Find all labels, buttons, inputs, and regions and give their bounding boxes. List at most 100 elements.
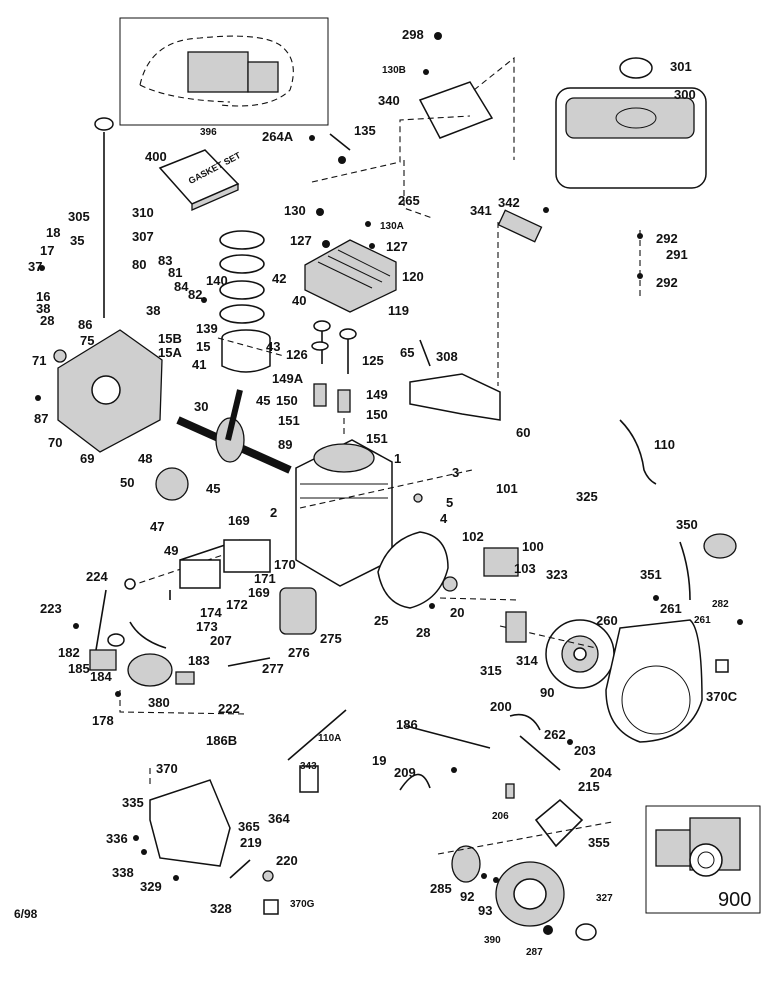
callout-342: 342 [498, 195, 520, 210]
callout-276: 276 [288, 645, 310, 660]
callout-110A: 110A [318, 733, 342, 744]
callout-70: 70 [48, 435, 63, 450]
callout-169b: 169 [248, 585, 270, 600]
callout-93: 93 [478, 903, 493, 918]
callout-30: 30 [194, 399, 209, 414]
callout-261a: 261 [660, 601, 682, 616]
callout-49: 49 [164, 543, 179, 558]
callout-100: 100 [522, 539, 544, 554]
callout-328: 328 [210, 901, 232, 916]
callout-323: 323 [546, 567, 568, 582]
callout-370G: 370G [290, 899, 315, 910]
callout-292a: 292 [656, 231, 678, 246]
callout-102: 102 [462, 529, 484, 544]
callout-308: 308 [436, 349, 458, 364]
carburetor [127, 653, 173, 687]
flywheel [545, 619, 615, 689]
callout-151a: 151 [278, 413, 300, 428]
callout-3: 3 [452, 465, 460, 480]
callout-325: 325 [576, 489, 598, 504]
callout-25: 25 [374, 613, 389, 628]
callout-343: 343 [300, 761, 317, 772]
callout-310: 310 [132, 205, 154, 220]
engine-block [295, 439, 393, 587]
muffler-guard [149, 779, 231, 867]
callout-400: 400 [145, 149, 167, 164]
callout-15B: 15B [158, 331, 182, 346]
callout-1: 1 [394, 451, 402, 466]
blower-housing [605, 619, 703, 743]
bracket-340 [418, 81, 494, 139]
callout-81: 81 [168, 265, 183, 280]
assembly-inset-box [645, 805, 761, 914]
callout-338: 338 [112, 865, 134, 880]
callout-370: 370 [156, 761, 178, 776]
callout-15A: 15A [158, 345, 182, 360]
callout-340: 340 [378, 93, 400, 108]
callout-83: 83 [158, 253, 173, 268]
callout-291: 291 [666, 247, 688, 262]
callout-390: 390 [484, 935, 501, 946]
callout-335: 335 [122, 795, 144, 810]
air-cleaner [555, 57, 707, 189]
callout-130: 130 [284, 203, 306, 218]
callout-298: 298 [402, 27, 424, 42]
cylinder-head [304, 239, 397, 313]
callout-18: 18 [46, 225, 61, 240]
callout-140: 140 [206, 273, 228, 288]
callout-300: 300 [674, 87, 696, 102]
callout-282: 282 [712, 599, 729, 610]
callout-47: 47 [150, 519, 165, 534]
callout-307: 307 [132, 229, 154, 244]
valve-springs [313, 383, 351, 413]
callout-45b: 45 [206, 481, 221, 496]
callout-287: 287 [526, 947, 543, 958]
callout-35: 35 [70, 233, 85, 248]
callout-28b: 28 [416, 625, 431, 640]
mounting-plate [377, 531, 449, 609]
callout-336: 336 [106, 831, 128, 846]
callout-264A: 264A [262, 129, 294, 144]
callout-89: 89 [278, 437, 293, 452]
starter-gear [451, 845, 481, 883]
callout-224: 224 [86, 569, 108, 584]
callout-170: 170 [274, 557, 296, 572]
muffler [279, 587, 317, 635]
callout-305: 305 [68, 209, 90, 224]
callout-149A: 149A [272, 371, 304, 386]
callout-139: 139 [196, 321, 218, 336]
callout-127b: 127 [386, 239, 408, 254]
callout-37: 37 [28, 259, 43, 274]
recoil-starter [495, 861, 565, 927]
gasket-set-box [158, 149, 240, 211]
callout-80: 80 [132, 257, 147, 272]
callout-203: 203 [574, 743, 596, 758]
callout-220: 220 [276, 853, 298, 868]
callout-277: 277 [262, 661, 284, 676]
callout-150a: 150 [276, 393, 298, 408]
callout-365: 365 [238, 819, 260, 834]
callout-19: 19 [372, 753, 387, 768]
cam-gear [155, 467, 189, 501]
callout-222: 222 [218, 701, 240, 716]
callout-200: 200 [490, 699, 512, 714]
callout-60: 60 [516, 425, 531, 440]
callout-292b: 292 [656, 275, 678, 290]
callout-351: 351 [640, 567, 662, 582]
callout-370C: 370C [706, 689, 738, 704]
callout-43: 43 [266, 339, 281, 354]
callout-206: 206 [492, 811, 509, 822]
callout-50: 50 [120, 475, 135, 490]
callout-150b: 150 [366, 407, 388, 422]
callout-71: 71 [32, 353, 47, 368]
callout-87: 87 [34, 411, 49, 426]
shroud-60 [409, 373, 501, 421]
callout-2: 2 [270, 505, 278, 520]
callout-130A: 130A [380, 221, 404, 232]
callout-327: 327 [596, 893, 613, 904]
callout-103: 103 [514, 561, 536, 576]
callout-42: 42 [272, 271, 287, 286]
hardware-fasteners [35, 32, 743, 935]
piston-rings [219, 230, 265, 324]
